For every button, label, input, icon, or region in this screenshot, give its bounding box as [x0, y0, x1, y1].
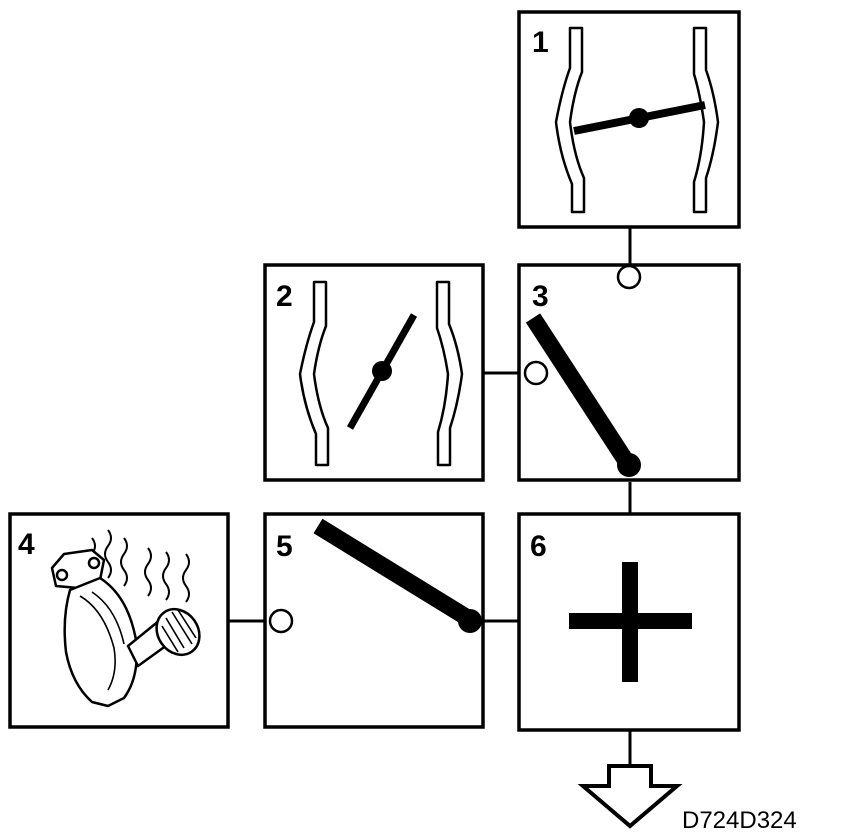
- heat-wave: [104, 529, 112, 579]
- lever-arm: [525, 313, 634, 466]
- lever-arm: [313, 518, 471, 625]
- lever-position-icon: [313, 518, 482, 633]
- throttle-valve-half-open-icon: [298, 280, 464, 467]
- lever-pivot: [458, 609, 482, 633]
- pipe-body: [63, 576, 138, 708]
- plus-icon: [569, 562, 692, 682]
- valve-pivot: [372, 361, 392, 381]
- panel-1: 1: [517, 10, 741, 229]
- drawing-code: D724D324: [682, 807, 797, 834]
- panel-5-frame: [263, 512, 485, 729]
- valve-pivot: [629, 108, 649, 128]
- ports: [268, 264, 642, 634]
- panel-6-number: 6: [530, 530, 547, 563]
- panel-6: 6: [517, 512, 741, 732]
- panel-2: 2: [263, 263, 485, 482]
- heat-wave: [120, 537, 128, 587]
- valve-left-rail: [554, 26, 586, 214]
- pipe-detail: [91, 591, 125, 645]
- panel-4: 4: [8, 512, 230, 729]
- panel-4-number: 4: [18, 528, 35, 561]
- heat-wave: [182, 553, 190, 603]
- port-3-left: [523, 360, 549, 386]
- throttle-lever-icon: [525, 313, 641, 477]
- port-3-top: [616, 264, 642, 290]
- heat-wave: [162, 551, 170, 601]
- lever-pivot: [617, 453, 641, 477]
- panel-1-number: 1: [532, 26, 549, 59]
- panel-3: 3: [517, 263, 741, 482]
- flange-hole: [55, 568, 69, 582]
- port-5-left: [268, 608, 294, 634]
- panel-3-number: 3: [532, 280, 549, 313]
- panel-3-frame: [517, 263, 741, 482]
- throttle-valve-slight-open-icon: [554, 26, 720, 214]
- panel-5-number: 5: [276, 530, 293, 563]
- down-arrow-icon: [577, 764, 683, 829]
- plus-vertical: [622, 562, 638, 682]
- valve-left-rail: [298, 280, 330, 467]
- hot-exhaust-pipe-icon: [50, 529, 201, 708]
- knob-knurl: [161, 609, 197, 653]
- flange-hole: [87, 556, 101, 570]
- valve-right-rail: [435, 280, 464, 467]
- panel-2-number: 2: [276, 280, 293, 313]
- panel-5: 5: [263, 512, 485, 729]
- heat-wave: [144, 547, 152, 597]
- pipe-detail: [79, 595, 116, 691]
- connectors: [229, 228, 632, 766]
